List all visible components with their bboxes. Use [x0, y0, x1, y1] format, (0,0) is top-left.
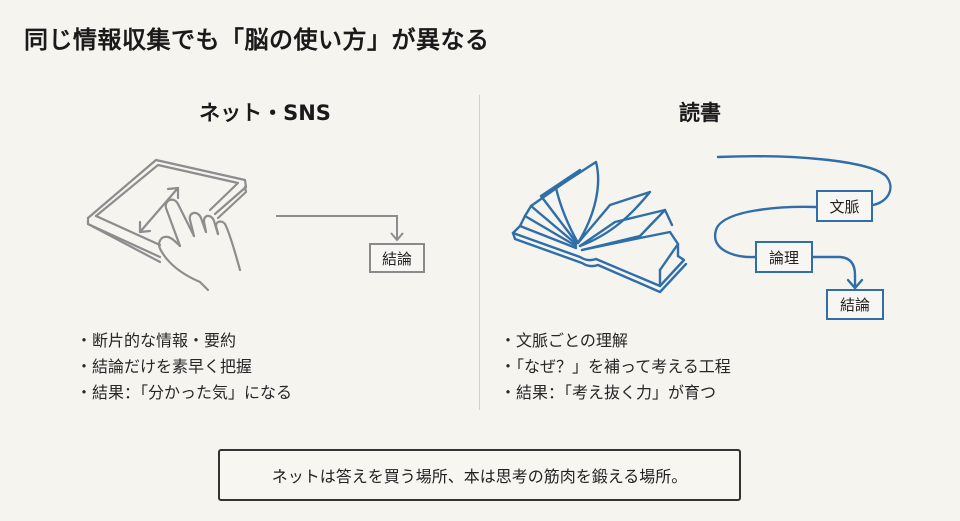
net-bullet-item: 断片的な情報・要約 — [76, 328, 292, 354]
net-bullet-item: 結論だけを素早く把握 — [76, 354, 292, 380]
net-bullet-item: 結果：「分かった気」になる — [76, 380, 292, 406]
open-book-icon — [511, 160, 688, 294]
slide-title: 同じ情報収集でも「脳の使い方」が異なる — [24, 26, 490, 54]
reading-bullet-item: 結果：「考え抜く力」が育つ — [500, 380, 731, 406]
heading-net-sns: ネット・SNS — [199, 101, 331, 125]
reading-bullet-item: 文脈ごとの理解 — [500, 328, 731, 354]
summary-text: ネットは答えを買う場所、本は思考の筋肉を鍛える場所。 — [271, 467, 688, 486]
net-conclusion-label: 結論 — [381, 249, 412, 268]
reasoning-flow-path — [713, 155, 892, 290]
net-conclusion-box: 結論 — [369, 243, 425, 273]
column-divider — [479, 95, 480, 410]
tablet-pinch-gesture-icon — [86, 158, 248, 292]
logic-box: 論理 — [755, 241, 813, 273]
logic-label: 論理 — [768, 248, 799, 267]
book-conclusion-box: 結論 — [826, 289, 884, 320]
reading-bullet-list: 文脈ごとの理解 「なぜ？」を補って考える工程 結果：「考え抜く力」が育つ — [500, 328, 731, 406]
reading-bullet-item: 「なぜ？」を補って考える工程 — [500, 354, 731, 380]
summary-box: ネットは答えを買う場所、本は思考の筋肉を鍛える場所。 — [218, 449, 741, 501]
net-bullet-list: 断片的な情報・要約 結論だけを素早く把握 結果：「分かった気」になる — [76, 328, 292, 406]
flow-arrow-to-conclusion — [276, 215, 404, 242]
context-box: 文脈 — [816, 190, 873, 222]
book-conclusion-label: 結論 — [839, 296, 870, 314]
heading-reading: 読書 — [679, 101, 721, 125]
context-label: 文脈 — [829, 197, 860, 216]
